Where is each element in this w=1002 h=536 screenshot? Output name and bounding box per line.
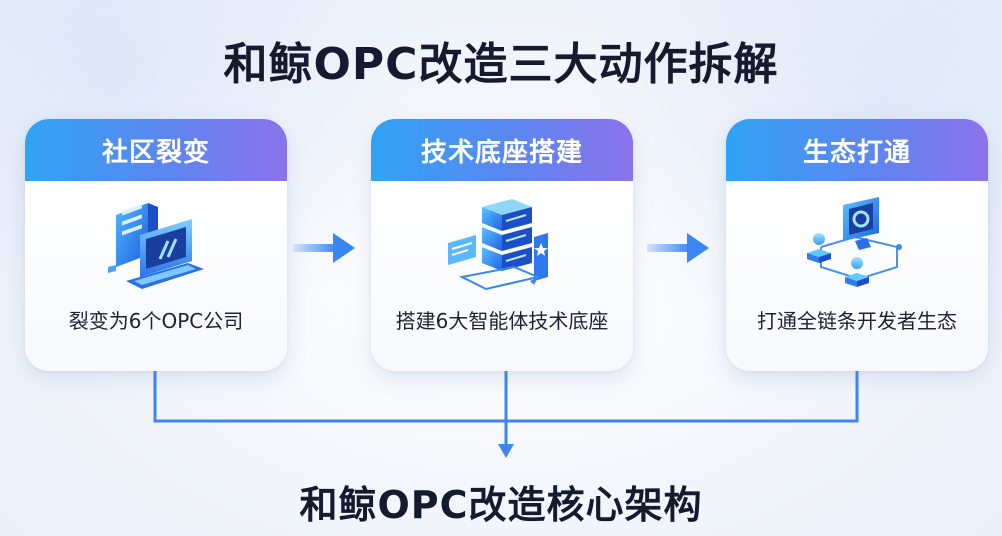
- network-nodes-icon: [807, 197, 902, 287]
- arrow-right-icon: [647, 233, 709, 263]
- footer-title: 和鲸OPC改造核心架构: [299, 483, 703, 527]
- card-description: 裂变为6个OPC公司: [68, 309, 244, 333]
- card-body: 打通全链条开发者生态: [726, 181, 988, 371]
- card-body: 搭建6大智能体技术底座: [371, 181, 633, 371]
- card-body: 裂变为6个OPC公司: [25, 181, 287, 371]
- card-heading: 社区裂变: [25, 119, 287, 181]
- card-description: 搭建6大智能体技术底座: [395, 309, 609, 333]
- card-ecosystem: 生态打通: [726, 119, 988, 371]
- card-community-fission: 社区裂变 裂: [25, 119, 287, 371]
- card-heading: 技术底座搭建: [371, 119, 633, 181]
- card-description: 打通全链条开发者生态: [757, 309, 957, 333]
- server-stack-icon: [448, 199, 548, 291]
- card-tech-foundation: 技术底座搭建: [371, 119, 633, 371]
- computer-monitor-icon: [108, 203, 204, 289]
- arrow-right-icon: [293, 233, 355, 263]
- card-heading: 生态打通: [726, 119, 988, 181]
- page-title: 和鲸OPC改造三大动作拆解: [223, 39, 779, 90]
